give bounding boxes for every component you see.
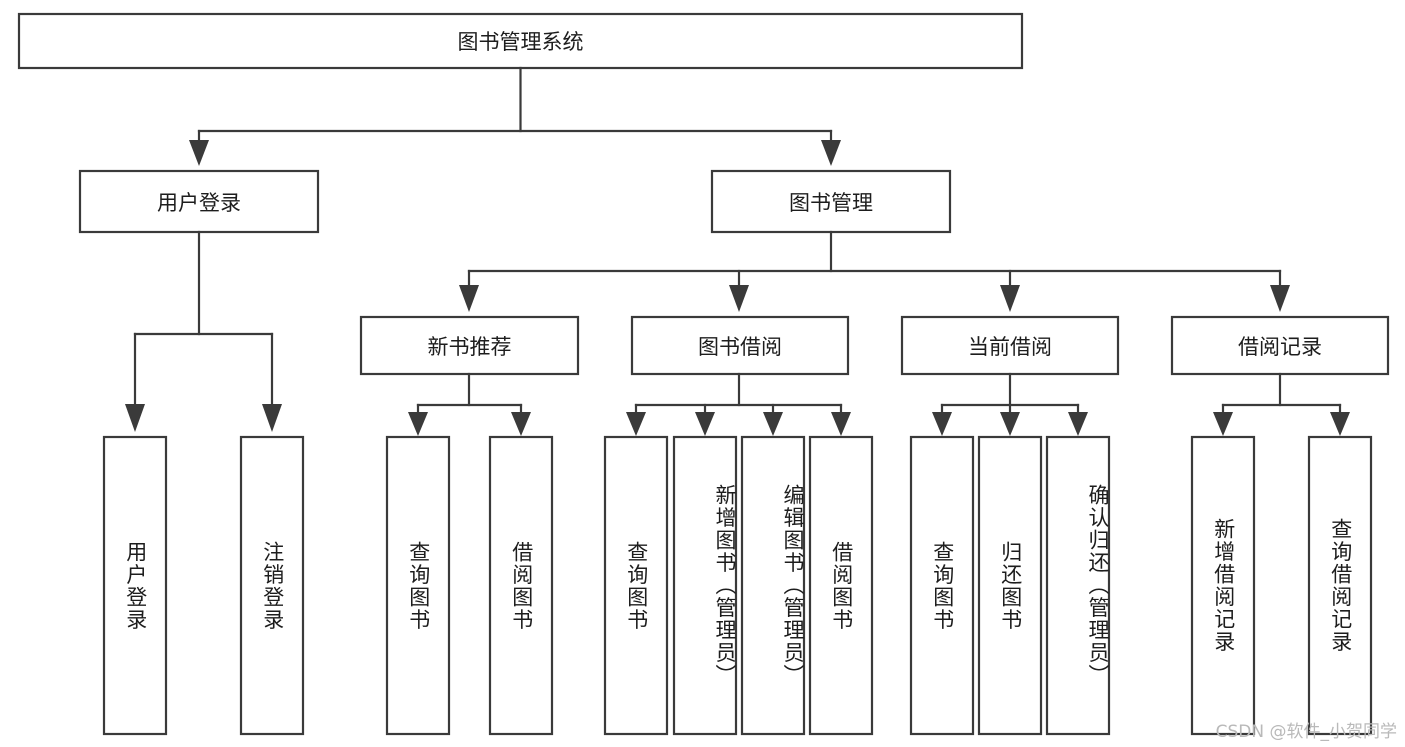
arrow-head-bookmgmt-child-2 [729,285,749,312]
node-book-management-label: 图书管理 [789,190,873,215]
leaf-box-book-borrow-4[interactable] [808,435,874,736]
arrow-head-bookmgmt-child-4 [1270,285,1290,312]
arrow-head-bookborrow-leaf-3 [763,412,783,436]
node-new-book-recommend-box[interactable] [359,315,580,376]
node-borrow-record-label: 借阅记录 [1238,334,1322,359]
leaf-box-new-book-1[interactable] [385,435,451,736]
node-book-borrow-box[interactable] [630,315,850,376]
arrow-head-bookmgmt-child-3 [1000,285,1020,312]
arrow-head-bookmgmt-child-1 [459,285,479,312]
leaf-label-book-borrow-1: 查询图书 [624,540,649,631]
arrow-head-newbook-leaf-1 [408,412,428,436]
leaf-label-user-login-2: 注销登录 [260,540,285,631]
arrow-head-bookborrow-leaf-4 [831,412,851,436]
node-user-login-label: 用户登录 [157,190,241,215]
leaf-box-user-login-1[interactable] [102,435,168,736]
node-user-login-box[interactable] [78,169,320,234]
leaf-box-borrow-record-2[interactable] [1307,435,1373,736]
arrow-head-userlogin-leaf-2 [262,404,282,432]
leaf-box-current-borrow-1[interactable] [909,435,975,736]
leaf-label-borrow-record-2: 查询借阅记录 [1328,518,1353,653]
leaf-box-book-borrow-3[interactable] [740,435,806,736]
leaf-label-borrow-record-1: 新增借阅记录 [1211,518,1236,653]
leaf-label-current-borrow-2: 归还图书 [998,540,1023,631]
leaf-box-book-borrow-2[interactable] [672,435,738,736]
node-root-label: 图书管理系统 [457,30,584,54]
node-book-management-box[interactable] [710,169,952,234]
leaf-box-new-book-2[interactable] [488,435,554,736]
leaf-label-current-borrow-3: 确认归还（管理员） [1086,484,1110,687]
leaf-label-book-borrow-2: 新增图书（管理员） [713,484,737,687]
arrow-head-root-to-bookmgmt [821,140,841,166]
leaf-box-current-borrow-2[interactable] [977,435,1043,736]
arrow-head-currentborrow-leaf-1 [932,412,952,436]
leaf-label-new-book-2: 借阅图书 [509,540,534,631]
arrow-head-borrowrecord-leaf-2 [1330,412,1350,436]
arrow-head-newbook-leaf-2 [511,412,531,436]
arrow-head-currentborrow-leaf-2 [1000,412,1020,436]
node-current-borrow-label: 当前借阅 [968,334,1052,359]
leaf-box-book-borrow-1[interactable] [603,435,669,736]
leaf-box-user-login-2[interactable] [239,435,305,736]
leaf-box-current-borrow-3[interactable] [1045,435,1111,736]
leaf-label-book-borrow-3: 编辑图书（管理员） [781,484,805,687]
arrow-head-root-to-userlogin [189,140,209,166]
leaf-box-borrow-record-1[interactable] [1190,435,1256,736]
arrow-head-currentborrow-leaf-3 [1068,412,1088,436]
node-book-borrow-label: 图书借阅 [698,334,782,359]
node-root-box[interactable] [17,12,1024,70]
arrow-head-borrowrecord-leaf-1 [1213,412,1233,436]
arrow-head-bookborrow-leaf-2 [695,412,715,436]
leaf-label-new-book-1: 查询图书 [406,540,431,631]
arrow-head-bookborrow-leaf-1 [626,412,646,436]
node-current-borrow-box[interactable] [900,315,1120,376]
node-new-book-recommend-label: 新书推荐 [427,334,512,359]
leaf-label-current-borrow-1: 查询图书 [930,540,955,631]
leaf-label-book-borrow-4: 借阅图书 [829,540,854,631]
arrow-head-userlogin-leaf-1 [125,404,145,432]
csdn-watermark: CSDN @软件_小贺同学 [1215,722,1397,742]
leaf-label-user-login-1: 用户登录 [123,540,148,631]
